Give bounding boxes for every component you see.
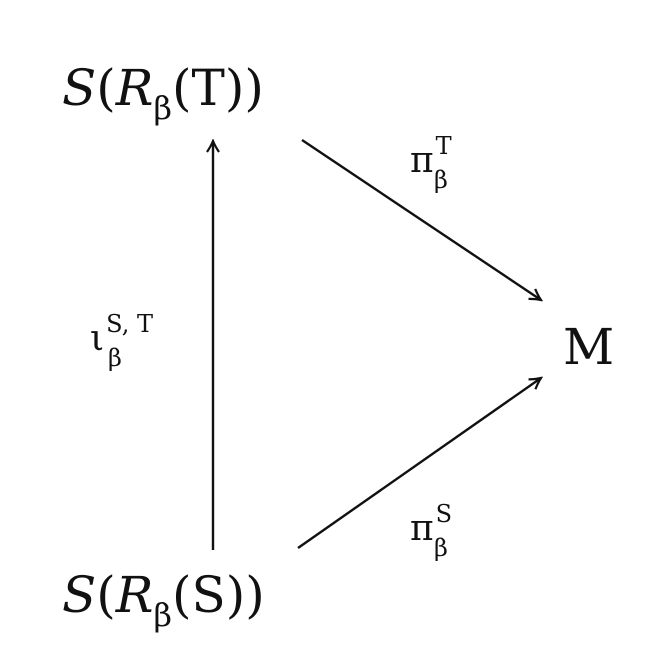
right-node-m: M — [563, 318, 614, 376]
arrow-pi-t — [301, 139, 541, 300]
bottom-node: S(Rβ(S)) — [62, 566, 265, 634]
arrow-pi-s — [297, 378, 541, 549]
top-node: S(Rβ(T)) — [62, 59, 264, 127]
